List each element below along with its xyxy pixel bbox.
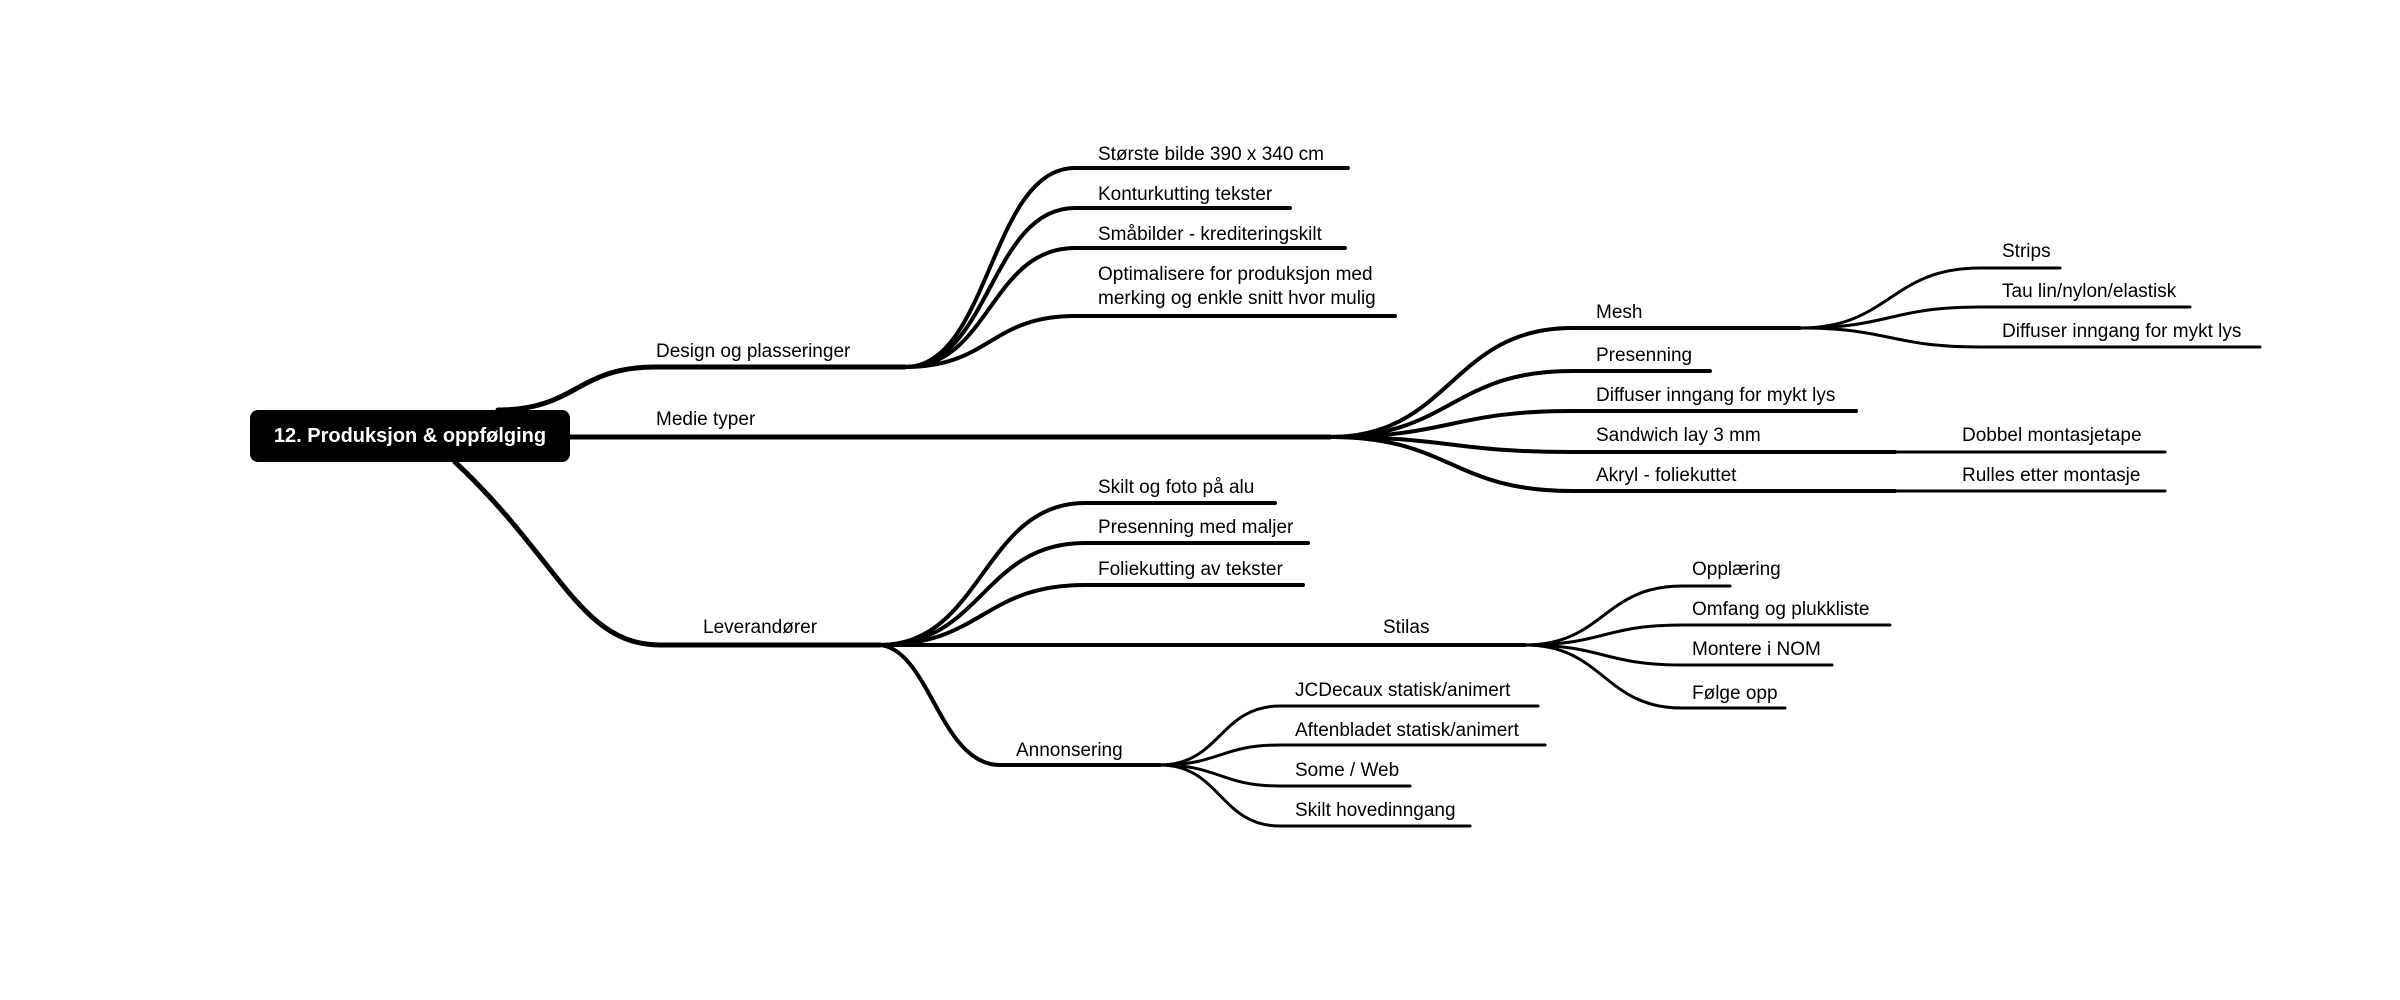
node-leverandorer[interactable]: Leverandører: [703, 617, 818, 638]
node-foliekutting[interactable]: Foliekutting av tekster: [1098, 559, 1283, 580]
connector-lev-annonsering: [878, 643, 1002, 767]
node-dobbel-montasjetape[interactable]: Dobbel montasjetape: [1962, 425, 2142, 446]
node-mesh[interactable]: Mesh: [1596, 302, 1643, 323]
node-skilt-og-foto[interactable]: Skilt og foto på alu: [1098, 477, 1255, 498]
connector-annonsering-child: [1158, 763, 1282, 828]
node-opplaering[interactable]: Opplæring: [1692, 559, 1781, 580]
connector-lev-child: [878, 541, 1087, 647]
node-storste-bilde[interactable]: Største bilde 390 x 340 cm: [1098, 144, 1324, 165]
node-konturkutting-tekster[interactable]: Konturkutting tekster: [1098, 184, 1273, 205]
node-stilas[interactable]: Stilas: [1383, 617, 1430, 638]
node-aftenbladet[interactable]: Aftenbladet statisk/animert: [1295, 720, 1519, 741]
node-design-og-plasseringer[interactable]: Design og plasseringer: [656, 341, 851, 362]
connector-mesh-child: [1798, 266, 1982, 330]
node-rulles[interactable]: Rulles etter montasje: [1962, 465, 2141, 486]
node-jcdecaux[interactable]: JCDecaux statisk/animert: [1295, 680, 1511, 701]
connector-stilas-child: [1523, 623, 1684, 647]
connector-design-child: [903, 314, 1077, 369]
connector-design-child: [903, 246, 1077, 369]
node-tau[interactable]: Tau lin/nylon/elastisk: [2002, 281, 2177, 302]
connector-medie-child: [1328, 435, 1574, 493]
connector-stilas-child: [1523, 643, 1684, 667]
node-montere[interactable]: Montere i NOM: [1692, 639, 1821, 660]
node-diffuser[interactable]: Diffuser inngang for mykt lys: [1596, 385, 1836, 406]
connector-lev-child: [878, 501, 1087, 647]
node-folge-opp[interactable]: Følge opp: [1692, 683, 1778, 704]
node-medie-typer[interactable]: Medie typer: [656, 409, 756, 430]
node-presenning-maljer[interactable]: Presenning med maljer: [1098, 517, 1294, 538]
connector-stilas-child: [1523, 584, 1684, 647]
root-node[interactable]: 12. Produksjon & oppfølging: [250, 410, 570, 462]
node-annonsering[interactable]: Annonsering: [1016, 740, 1123, 761]
connector-medie-child: [1328, 326, 1574, 439]
node-strips[interactable]: Strips: [2002, 241, 2051, 262]
connector-lev-child: [878, 583, 1087, 647]
node-optimalisere[interactable]: Optimalisere for produksjon med merking …: [1098, 264, 1376, 309]
connector-mesh-child: [1798, 305, 1982, 330]
node-mesh-diffuser[interactable]: Diffuser inngang for mykt lys: [2002, 321, 2242, 342]
connector-annonsering-child: [1158, 704, 1282, 767]
node-some-web[interactable]: Some / Web: [1295, 760, 1400, 781]
connector-root-leverandorer: [452, 459, 663, 648]
connector-mesh-child: [1798, 326, 1982, 349]
node-omfang[interactable]: Omfang og plukkliste: [1692, 599, 1870, 620]
node-smabilder[interactable]: Småbilder - krediteringskilt: [1098, 224, 1322, 245]
connector-root-design: [495, 364, 658, 413]
connector-stilas-child: [1523, 643, 1684, 710]
node-presenning[interactable]: Presenning: [1596, 345, 1693, 366]
node-sandwich[interactable]: Sandwich lay 3 mm: [1596, 425, 1761, 446]
connector-design-child: [903, 166, 1077, 369]
node-skilt-hovedinngang[interactable]: Skilt hovedinngang: [1295, 800, 1456, 821]
node-akryl[interactable]: Akryl - foliekuttet: [1596, 465, 1737, 486]
